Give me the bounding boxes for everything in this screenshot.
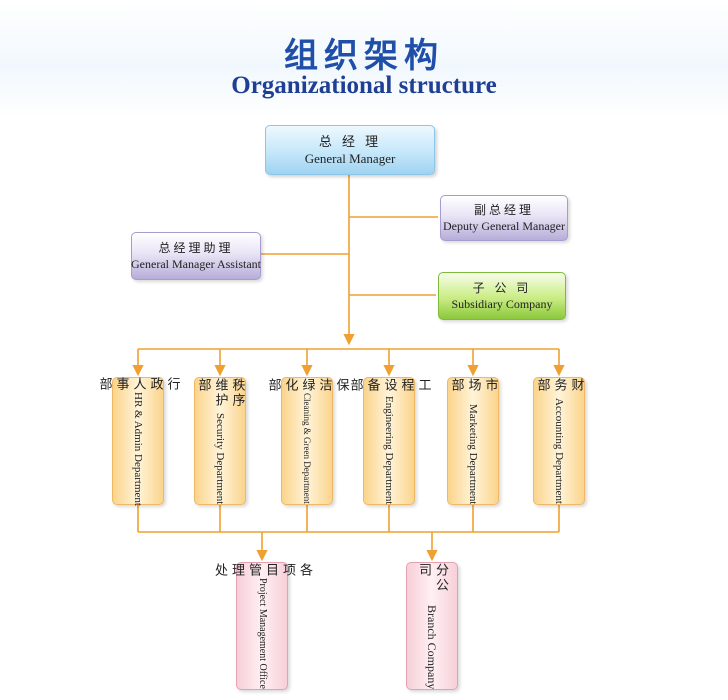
subsidiary-company-box: 子 公 司 Subsidiary Company <box>438 272 566 320</box>
department-accounting-box: 财务部 Accounting Department <box>533 377 585 505</box>
header-background <box>0 0 728 120</box>
department-marketing-cn: 市场部 <box>448 378 498 393</box>
branch-company-box: 分公司 Branch Company <box>406 562 458 690</box>
department-engineering-box: 工程设备部 Engineering Department <box>348 377 431 505</box>
department-cleaning-green-cn: 保洁绿化部 <box>265 378 349 393</box>
department-engineering-en: Engineering Department <box>383 395 395 504</box>
department-cleaning-green-en: Cleaning & Green Department <box>302 393 312 504</box>
department-marketing-en: Marketing Department <box>467 403 479 505</box>
department-engineering-cn: 工程设备部 <box>347 378 431 393</box>
department-accounting-cn: 财务部 <box>534 378 584 393</box>
subsidiary-company-cn: 子 公 司 <box>472 281 532 295</box>
general-manager-assistant-cn: 总经理助理 <box>158 241 234 255</box>
general-manager-box: 总 经 理 General Manager <box>265 125 435 175</box>
deputy-general-manager-box: 副总经理 Deputy General Manager <box>440 195 568 241</box>
department-marketing-box: 市场部 Marketing Department <box>447 377 499 505</box>
department-accounting-en: Accounting Department <box>553 398 565 504</box>
department-security-en: Security Department <box>214 412 226 504</box>
project-management-office-en: Project Management Office <box>257 578 268 689</box>
general-manager-assistant-box: 总经理助理 General Manager Assistant <box>131 232 261 280</box>
general-manager-assistant-en: General Manager Assistant <box>131 257 261 271</box>
branch-company-cn: 分公司 <box>416 563 448 593</box>
page-title-chinese: 组织架构 <box>284 36 444 76</box>
general-manager-cn: 总 经 理 <box>318 135 382 150</box>
general-manager-en: General Manager <box>304 151 396 166</box>
department-security-cn: 秩序维护部 <box>195 378 245 408</box>
deputy-general-manager-en: Deputy General Manager <box>443 219 565 233</box>
deputy-general-manager-cn: 副总经理 <box>473 203 534 217</box>
department-security-box: 秩序维护部 Security Department <box>194 377 246 505</box>
subsidiary-company-en: Subsidiary Company <box>451 297 553 311</box>
department-hr-admin-en: HR & Admin Department <box>132 391 144 506</box>
page-title-english: Organizational structure <box>231 72 497 99</box>
project-management-office-cn: 各项目管理处 <box>212 563 312 578</box>
branch-company-en: Branch Company <box>425 604 439 689</box>
department-hr-admin-cn: 行政人事部 <box>96 376 180 392</box>
